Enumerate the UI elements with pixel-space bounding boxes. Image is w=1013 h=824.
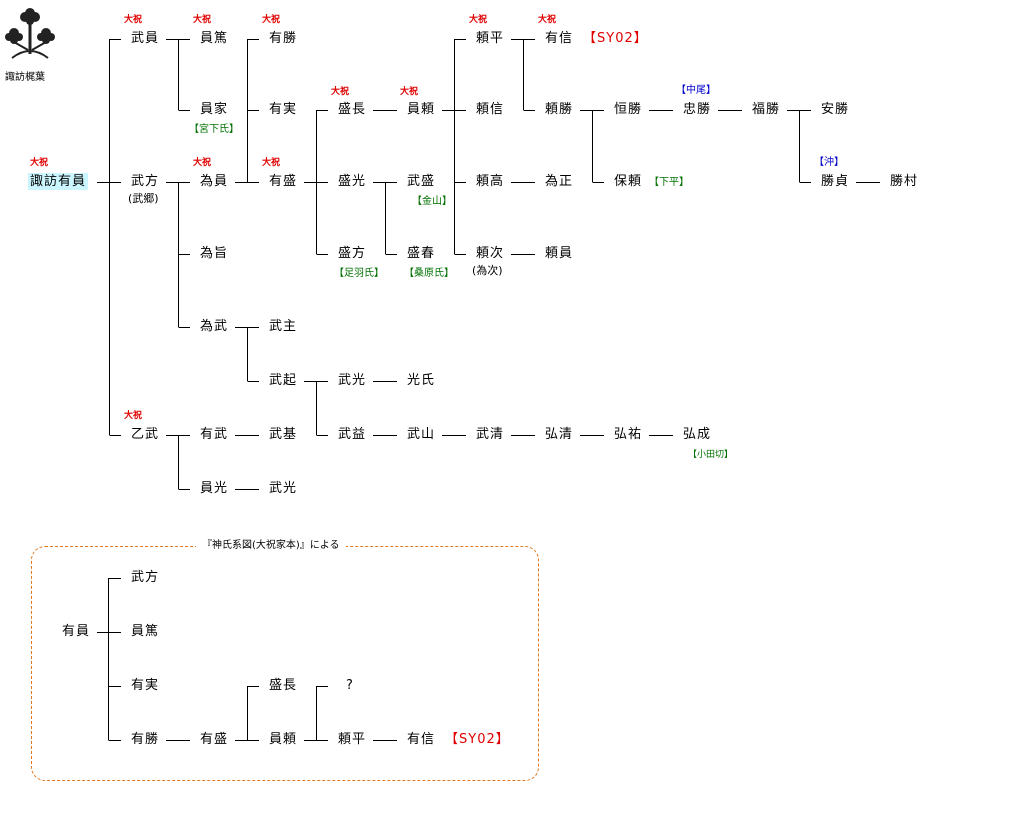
clan-note: 【沖】 [814,157,844,168]
node[interactable]: 為武 [200,319,229,334]
node[interactable]: 有武 [200,427,229,442]
node[interactable]: 有盛 [269,174,298,189]
node[interactable]: 員頼 [407,102,436,117]
node[interactable]: 武主 [269,319,298,334]
alt-node[interactable]: 有信 [407,732,436,747]
node[interactable]: 員光 [200,481,229,496]
node[interactable]: 有勝 [269,31,298,46]
title-tag: 大祝 [193,15,212,25]
node[interactable]: 員家 [200,102,229,117]
node[interactable]: 武盛 [407,174,436,189]
node[interactable]: 安勝 [821,102,850,117]
node[interactable]: 武光 [269,481,298,496]
clan-note: 【中尾】 [676,85,716,96]
node[interactable]: 員篤 [200,31,229,46]
title-tag: 大祝 [124,15,143,25]
alias-note: (武郷) [128,192,159,205]
code-note: 【SY02】 [583,31,648,46]
root-name: 諏訪有員 [28,173,89,190]
node[interactable]: 有実 [269,102,298,117]
node[interactable]: 武益 [338,427,367,442]
node[interactable]: 盛長 [338,102,367,117]
node-root[interactable]: 諏訪有員 [28,173,89,190]
node[interactable]: 為正 [545,174,574,189]
alt-node[interactable]: 有勝 [131,732,160,747]
title-tag: 大祝 [538,15,557,25]
clan-note: 【下平】 [649,177,689,188]
node[interactable]: 頼員 [545,246,574,261]
clan-note: 【小田切】 [688,450,734,460]
alt-node[interactable]: 有盛 [200,732,229,747]
alt-node[interactable]: 盛長 [269,678,298,693]
node[interactable]: 盛春 [407,246,436,261]
node[interactable]: 頼次 [476,246,505,261]
title-tag: 大祝 [400,87,419,97]
node[interactable]: 忠勝 [683,102,712,117]
node[interactable]: 恒勝 [614,102,643,117]
title-tag: 大祝 [331,87,350,97]
clan-note: 【足羽氏】 [334,268,384,279]
title-tag: 大祝 [124,411,143,421]
title-tag: 大祝 [469,15,488,25]
crest-label: 諏訪梶葉 [5,72,45,83]
alt-node[interactable]: 頼平 [338,732,367,747]
node[interactable]: 頼平 [476,31,505,46]
kaji-leaf-crest-icon [4,4,56,64]
node[interactable]: 弘祐 [614,427,643,442]
title-tag: 大祝 [30,158,49,168]
node[interactable]: 弘清 [545,427,574,442]
node[interactable]: 乙武 [131,427,160,442]
alt-node[interactable]: 武方 [131,570,160,585]
node[interactable]: 頼勝 [545,102,574,117]
node[interactable]: 武員 [131,31,160,46]
node[interactable]: 福勝 [752,102,781,117]
node[interactable]: 武起 [269,373,298,388]
alt-node[interactable]: 員篤 [131,624,160,639]
clan-note: 【金山】 [412,196,452,207]
alt-node[interactable]: 有実 [131,678,160,693]
code-note: 【SY02】 [445,732,510,747]
node[interactable]: 光氏 [407,373,436,388]
alias-note: (為次) [472,264,503,277]
title-tag: 大祝 [262,158,281,168]
node[interactable]: 為員 [200,174,229,189]
title-tag: 大祝 [193,158,212,168]
node[interactable]: 勝貞 [821,174,850,189]
alt-node[interactable]: 員頼 [269,732,298,747]
node[interactable]: 武方 [131,174,160,189]
node[interactable]: 武基 [269,427,298,442]
alt-node-root[interactable]: 有員 [62,624,91,639]
node[interactable]: 武光 [338,373,367,388]
node[interactable]: 弘成 [683,427,712,442]
clan-note: 【宮下氏】 [189,124,239,135]
node[interactable]: 武清 [476,427,505,442]
node[interactable]: 為旨 [200,246,229,261]
alt-tree-title: 『神氏系図(大祝家本)』による [196,540,346,552]
title-tag: 大祝 [262,15,281,25]
node[interactable]: 有信 [545,31,574,46]
clan-note: 【桑原氏】 [404,268,454,279]
node[interactable]: 頼信 [476,102,505,117]
alt-node-unknown: ? [346,678,354,693]
node[interactable]: 頼高 [476,174,505,189]
node[interactable]: 盛光 [338,174,367,189]
node[interactable]: 武山 [407,427,436,442]
node[interactable]: 盛方 [338,246,367,261]
node[interactable]: 勝村 [890,174,919,189]
node[interactable]: 保頼 [614,174,643,189]
